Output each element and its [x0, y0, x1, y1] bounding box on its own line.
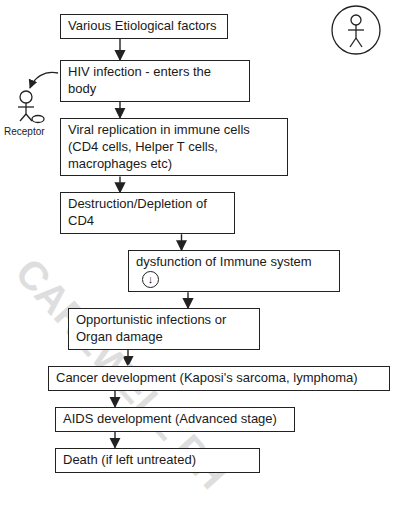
process-box: HIV infection - enters the body: [60, 60, 250, 102]
process-box: Death (if left untreated): [55, 448, 260, 473]
trend-symbol: ↓: [142, 271, 159, 288]
flow-arrow: [119, 102, 120, 118]
flow-arrow: [119, 176, 120, 192]
process-box: Various Etiological factors: [60, 14, 228, 39]
process-box: AIDS development (Advanced stage): [55, 407, 295, 432]
box-text: Viral replication in immune cells (CD4 c…: [68, 122, 250, 171]
process-box: dysfunction of Immune system ↓: [128, 250, 340, 292]
process-box: Opportunistic infections or Organ damage: [68, 308, 260, 350]
flow-arrow: [181, 234, 182, 250]
box-text: Cancer development (Kaposi's sarcoma, ly…: [56, 370, 358, 385]
pointer-arrow: [30, 72, 58, 88]
receptor-figure: [18, 91, 44, 123]
box-text: Various Etiological factors: [68, 18, 217, 33]
process-box: Destruction/Depletion of CD4: [60, 192, 235, 234]
flow-arrow: [114, 432, 115, 448]
box-text: dysfunction of Immune system: [136, 254, 312, 269]
process-box: Viral replication in immune cells (CD4 c…: [60, 118, 288, 177]
flow-arrow: [119, 39, 120, 60]
box-text: AIDS development (Advanced stage): [63, 411, 277, 426]
box-text: Death (if left untreated): [63, 452, 196, 467]
box-text: HIV infection - enters the body: [68, 64, 211, 96]
process-box: Cancer development (Kaposi's sarcoma, ly…: [48, 366, 390, 391]
flow-arrow: [187, 292, 188, 308]
figure-label: Receptor: [4, 126, 45, 137]
box-text: Opportunistic infections or Organ damage: [76, 312, 226, 344]
box-text: Destruction/Depletion of CD4: [68, 196, 207, 228]
person-icon: [332, 6, 380, 54]
